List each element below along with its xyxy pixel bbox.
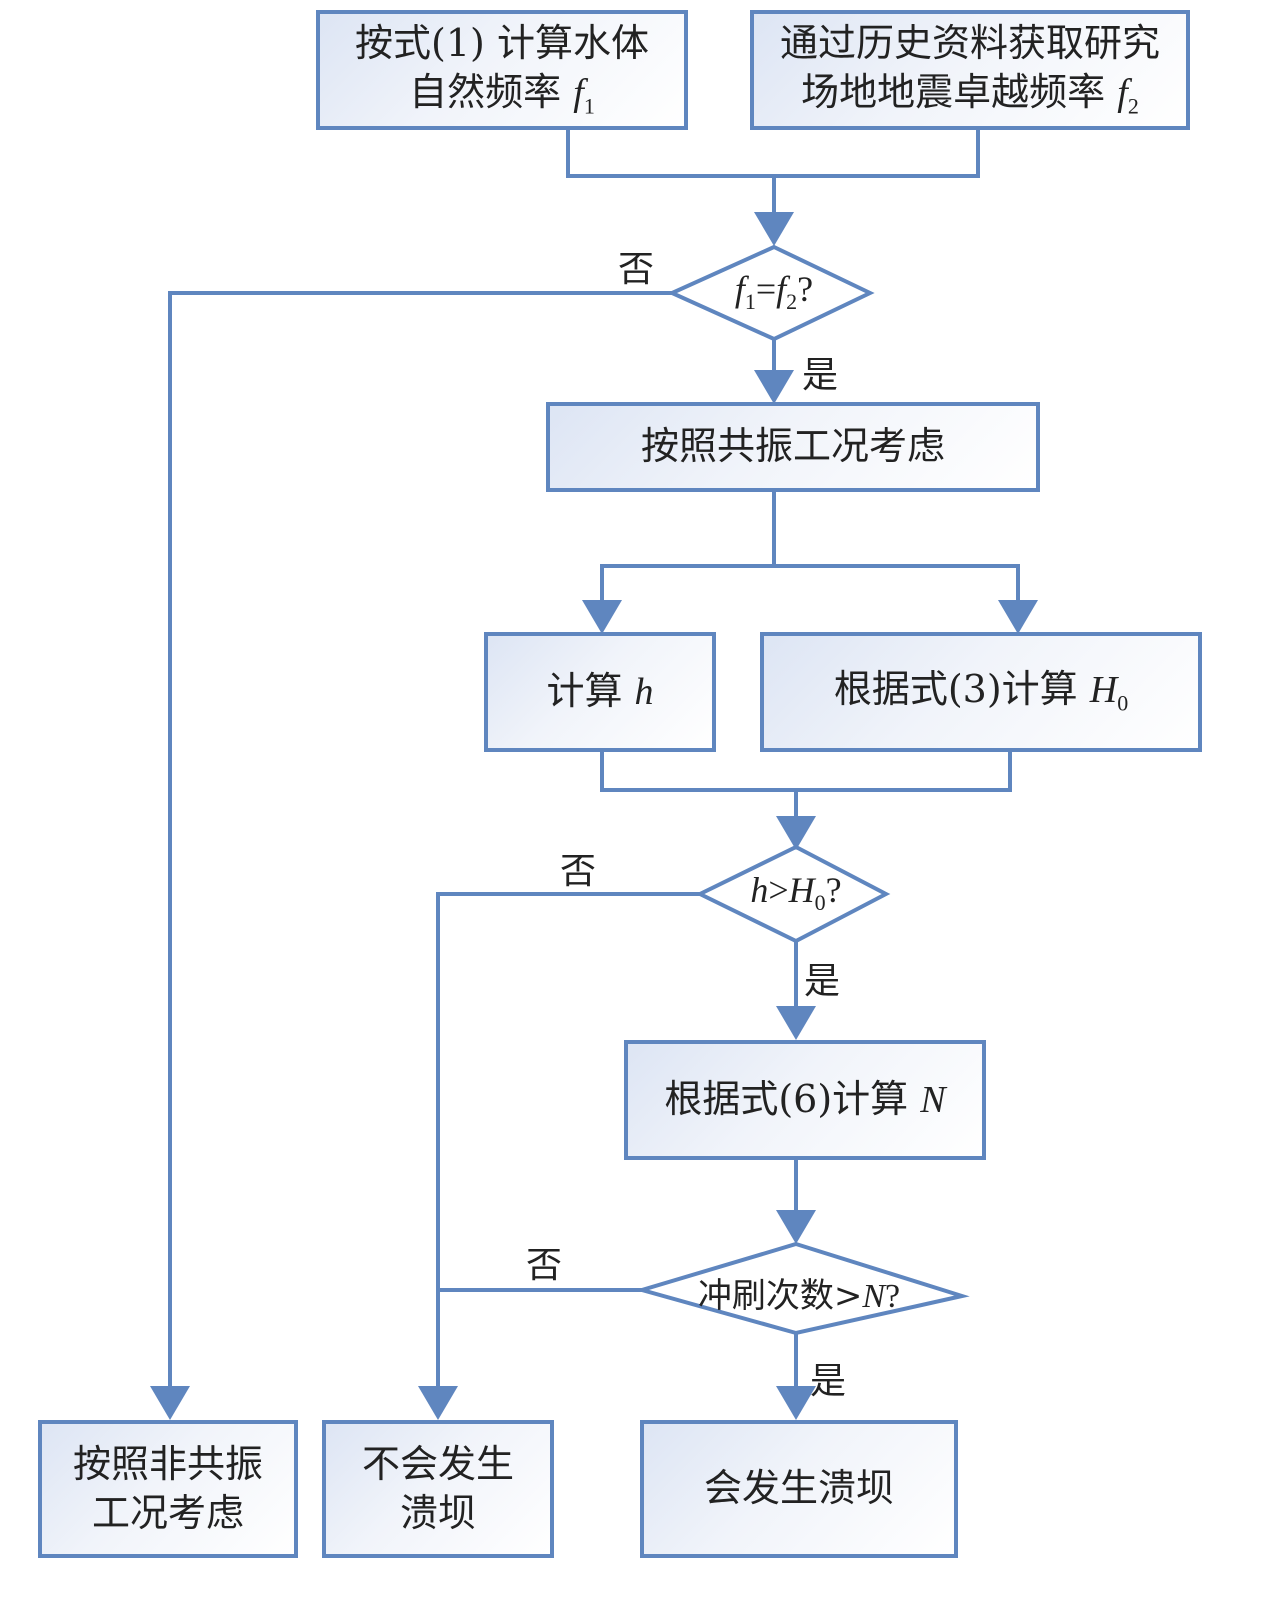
box-non-resonance: 按照非共振 工况考虑 (38, 1420, 298, 1558)
arrowhead-to-calc-n (776, 1006, 816, 1040)
var-h: h (634, 670, 654, 713)
decision-f-sub2: 2 (786, 289, 798, 315)
label-no-3: 否 (526, 1245, 563, 1286)
box-calc-h-text: 计算 (546, 668, 635, 713)
arrowhead-to-decision-n (776, 1210, 816, 1244)
var-N: N (920, 1078, 946, 1121)
label-yes-3: 是 (810, 1361, 847, 1402)
decision-f-var2: f (776, 269, 787, 309)
label-no-1: 否 (618, 249, 655, 290)
arrowhead-to-failure (776, 1386, 816, 1420)
box-calc-h0-content: 根据式(3)计算 H0 (834, 665, 1128, 718)
label-yes-2: 是 (804, 961, 841, 1002)
arrowhead-to-no-failure (418, 1386, 458, 1420)
connector-mid-merge (600, 750, 1012, 792)
label-yes-1: 是 (802, 355, 839, 396)
sub-f1: 1 (583, 93, 595, 119)
box-no-failure-line1: 不会发生 (361, 1441, 514, 1486)
box-calc-n-content: 根据式(6)计算 N (664, 1075, 945, 1125)
decision-n-var: N (862, 1278, 886, 1315)
decision-f-q: ? (797, 269, 814, 309)
arrowhead-to-calc-h (582, 600, 622, 634)
connector-no-2 (436, 892, 700, 1388)
box-get-f2-line2: 场地地震卓越频率 f2 (780, 68, 1160, 121)
arrowhead-to-resonance (754, 370, 794, 404)
box-calc-natural-frequency: 按式(1) 计算水体 自然频率 f1 (316, 10, 688, 130)
decision-n-q: ? (885, 1278, 901, 1315)
box-calc-f1-line2: 自然频率 f1 (355, 68, 649, 121)
box-non-resonance-line2: 工况考虑 (91, 1491, 244, 1535)
box-no-failure: 不会发生 溃坝 (322, 1420, 554, 1558)
var-f1: f (573, 72, 584, 115)
box-calc-h-content: 计算 h (546, 667, 653, 717)
decision-f-var1: f (734, 269, 745, 309)
connector-split-left (600, 564, 774, 602)
box-calc-h0-text: 根据式(3)计算 (833, 667, 1090, 712)
box-calc-n: 根据式(6)计算 N (624, 1040, 986, 1160)
box-calc-n-text: 根据式(6)计算 (664, 1076, 921, 1121)
decision-n-text: 冲刷次数>N? (684, 1268, 914, 1317)
box-calc-h: 计算 h (484, 632, 716, 752)
box-failure-text: 会发生溃坝 (703, 1466, 894, 1511)
sub-f2: 2 (1127, 93, 1139, 119)
arrowhead-to-non-resonance (150, 1386, 190, 1420)
decision-h-sub2: 0 (814, 890, 826, 916)
arrowhead-to-decision-h (776, 816, 816, 850)
box-resonance: 按照共振工况考虑 (546, 402, 1040, 492)
decision-f-sub1: 1 (744, 289, 756, 315)
box-failure: 会发生溃坝 (640, 1420, 958, 1558)
decision-h-var2: H (788, 870, 815, 910)
label-no-2: 否 (560, 851, 597, 892)
decision-h-op: > (768, 870, 789, 910)
decision-f-text: f1=f2? (700, 268, 848, 315)
connector-no-1 (168, 291, 672, 1388)
box-calc-f1-line1: 按式(1) 计算水体 (355, 20, 649, 65)
box-non-resonance-line1: 按照非共振 (72, 1441, 263, 1486)
decision-h-text: h>H0? (724, 869, 868, 916)
connector-top-merge (566, 128, 980, 178)
box-resonance-text: 按照共振工况考虑 (640, 424, 945, 469)
var-f2: f (1117, 72, 1128, 115)
box-no-failure-line2: 溃坝 (399, 1491, 476, 1535)
box-get-site-frequency: 通过历史资料获取研究 场地地震卓越频率 f2 (750, 10, 1190, 130)
box-get-f2-line2-text: 场地地震卓越频率 (801, 70, 1118, 115)
decision-h-q: ? (825, 870, 842, 910)
arrowhead-to-calc-h0 (998, 600, 1038, 634)
box-get-f2-line1: 通过历史资料获取研究 (779, 20, 1160, 65)
decision-f-op: = (755, 269, 777, 309)
decision-n-prefix: 冲刷次数> (697, 1276, 863, 1316)
box-calc-f1-line2-text: 自然频率 (409, 70, 574, 115)
var-H0: H (1089, 669, 1118, 712)
decision-h-var1: h (750, 870, 769, 910)
connector-split-right (774, 564, 1020, 602)
box-calc-h0: 根据式(3)计算 H0 (760, 632, 1202, 752)
arrowhead-to-decision-f (754, 212, 794, 246)
sub-H0: 0 (1117, 691, 1129, 716)
